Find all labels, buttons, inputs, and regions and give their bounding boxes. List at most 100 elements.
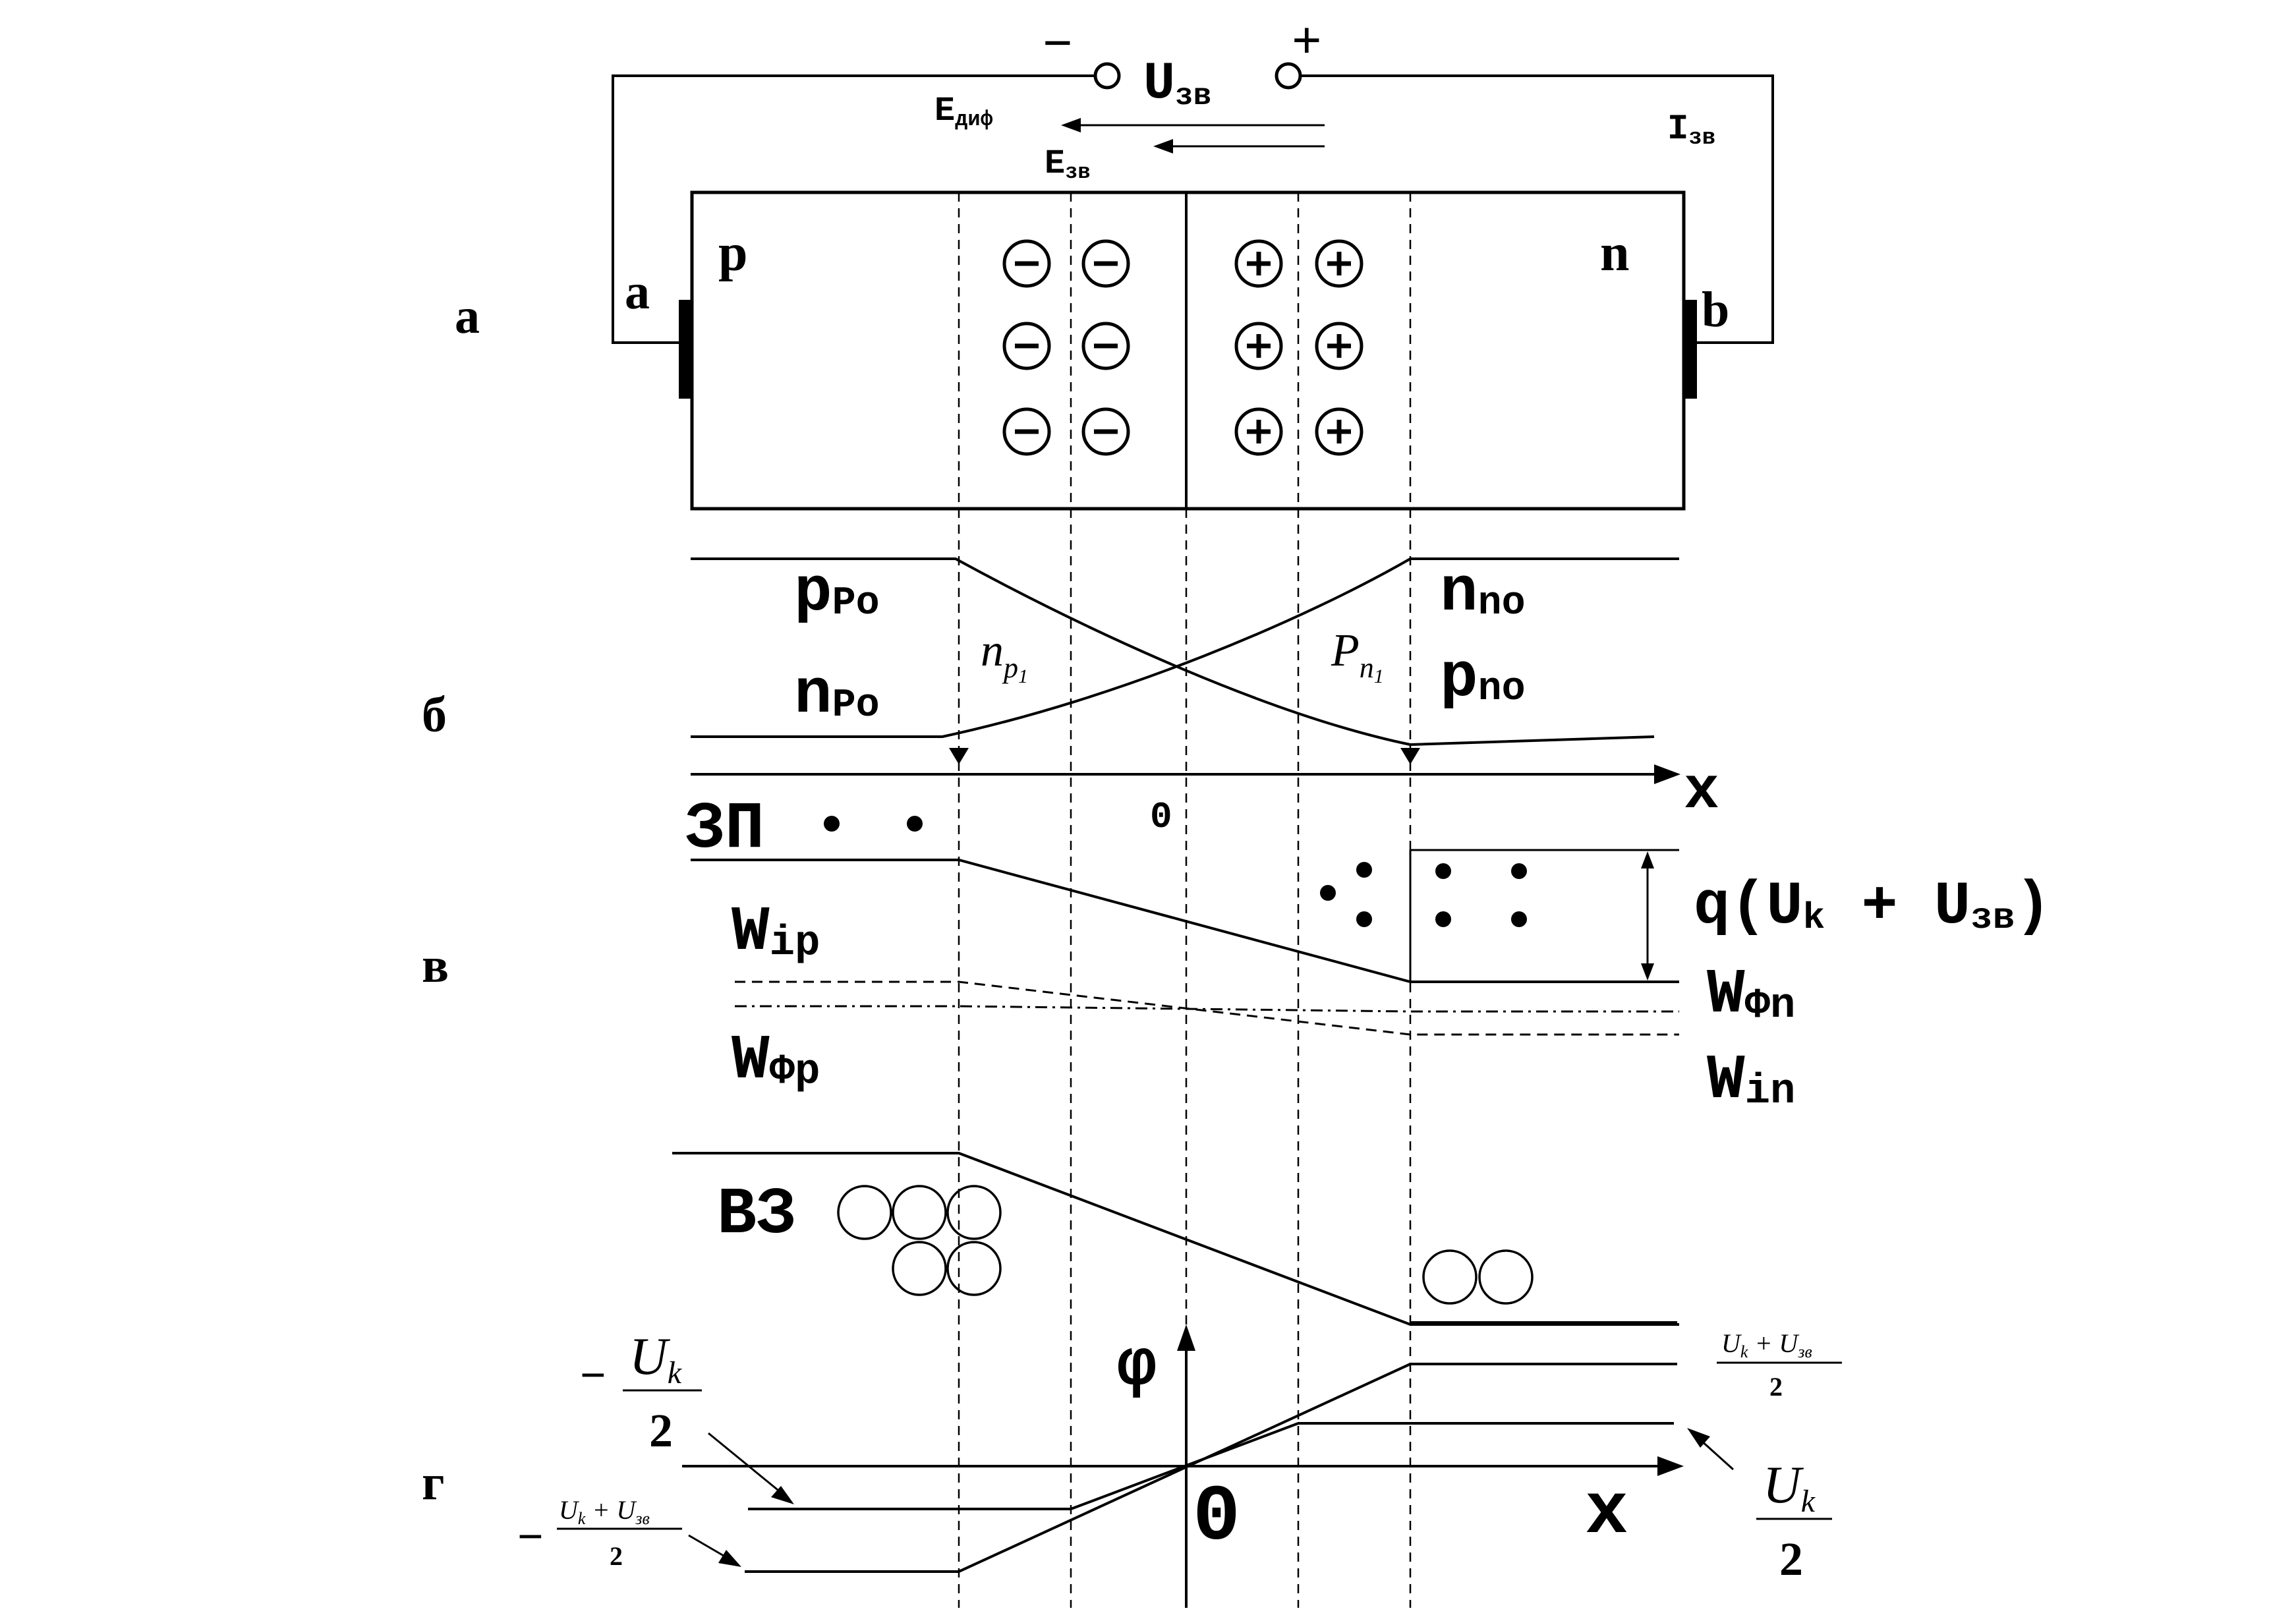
circuit-panel: − + Uзв Eдиф Eзв Iзв a b p n <box>612 12 1774 511</box>
electron-dot <box>1511 911 1527 927</box>
hole-circle <box>1422 1249 1478 1305</box>
panel-label-b: б <box>422 687 447 743</box>
w-ip-label: Wip <box>732 896 820 968</box>
conduction-band-edge <box>691 859 1679 983</box>
current-label: Iзв <box>1667 109 1715 151</box>
electron-dot <box>1356 862 1372 878</box>
crystal-body <box>690 190 1686 511</box>
pos-ion <box>1315 322 1363 370</box>
hole-concentration-curve <box>691 557 1655 747</box>
electron-concentration-curve <box>691 557 1679 738</box>
hole-circle <box>946 1241 1002 1296</box>
band-panel: q(Uk + Uзв) ЗП Wip WФp WФn Win ВЗ <box>672 793 2052 1326</box>
electron-dot <box>824 816 840 832</box>
electron-dot <box>1435 863 1451 879</box>
negative-ions <box>1002 239 1130 456</box>
panel-label-v: в <box>422 938 449 993</box>
n-p1-label: np1 <box>981 625 1028 687</box>
panel-label-g: г <box>422 1455 445 1510</box>
contact-b-label: b <box>1702 282 1729 337</box>
p-po-label: pPo <box>794 557 880 629</box>
pos-uk-half-den: 2 <box>1779 1533 1803 1585</box>
electron-dot <box>907 816 923 832</box>
origin-b-label: 0 <box>1150 796 1172 838</box>
pos-sum-half-num: Uk + Uзв <box>1721 1328 1812 1361</box>
w-fn-label: WФn <box>1707 959 1795 1031</box>
w-in-label: Win <box>1707 1044 1795 1116</box>
voltage-label: Uзв <box>1143 54 1211 114</box>
n-po-label: nPo <box>794 659 880 731</box>
guide-lines <box>958 192 1412 1608</box>
e-dif-arrowhead <box>1061 118 1081 132</box>
valence-band-label: ВЗ <box>717 1178 796 1253</box>
e-zv-arrowhead <box>1153 139 1173 154</box>
concentration-panel: x 0 pPo nPo np1 Pn1 nno pno <box>691 557 1719 838</box>
pos-ion <box>1315 407 1363 456</box>
terminal-plus-sign: + <box>1292 12 1322 70</box>
neg-ion <box>1081 322 1130 370</box>
neg-ion <box>1081 407 1130 456</box>
pos-ion <box>1315 239 1363 288</box>
neg-ion <box>1081 239 1130 288</box>
p-no-label: pno <box>1440 642 1526 714</box>
neg-uk-half-sign: − <box>580 1350 606 1401</box>
pos-ion <box>1234 322 1283 370</box>
phi-axis-arrow <box>1177 1324 1195 1351</box>
w-fp-label: WФp <box>732 1025 820 1096</box>
neg-sum-half-sign: − <box>517 1512 544 1562</box>
x-axis-b-label: x <box>1684 758 1719 826</box>
x-axis-g-label: x <box>1585 1472 1628 1554</box>
region-n-label: n <box>1600 224 1630 282</box>
neg-ion <box>1002 322 1051 370</box>
potential-equilibrium <box>748 1422 1674 1510</box>
origin-g-label: 0 <box>1193 1473 1240 1563</box>
electron-dot <box>1435 911 1451 927</box>
neg-sum-half-pointer-head <box>718 1550 741 1567</box>
potential-panel: φ x 0 − Uk 2 − Uk + Uзв 2 Uk + Uзв 2 Uk <box>517 1321 1842 1608</box>
x-axis-b-arrow <box>1654 764 1680 784</box>
neg-sum-half-num: Uk + Uзв <box>559 1495 650 1528</box>
region-p-label: p <box>718 224 748 282</box>
neg-sum-half-den: 2 <box>610 1541 623 1571</box>
fermi-level <box>735 1005 1679 1013</box>
neg-uk-half-pointer <box>708 1432 782 1494</box>
hole-circle <box>892 1241 947 1296</box>
barrier-arrow-top <box>1641 851 1654 868</box>
positive-ions <box>1234 239 1363 456</box>
pos-ion <box>1234 407 1283 456</box>
barrier-label: q(Uk + Uзв) <box>1694 872 2052 941</box>
barrier-arrow-bottom <box>1641 963 1654 981</box>
hole-circle <box>946 1185 1002 1240</box>
intrinsic-level <box>735 981 1679 1036</box>
pos-uk-half-num: Uk <box>1763 1456 1816 1519</box>
wire-right <box>1302 74 1774 344</box>
panel-label-a: а <box>455 289 480 344</box>
terminal-minus-sign: − <box>1043 14 1073 72</box>
contact-a <box>679 300 693 399</box>
e-zv-label: Eзв <box>1045 144 1091 185</box>
terminal-plus <box>1275 62 1302 90</box>
phi-axis-label: φ <box>1117 1330 1157 1404</box>
hole-circle <box>892 1185 947 1240</box>
cusp-marker-p <box>949 748 969 764</box>
electron-dot <box>1320 885 1336 901</box>
potential-biased <box>745 1363 1677 1573</box>
electron-dot <box>1511 863 1527 879</box>
x-axis-g-arrow <box>1657 1456 1684 1476</box>
terminal-minus <box>1093 62 1121 90</box>
hole-circle <box>1478 1249 1534 1305</box>
neg-uk-half-num: Uk <box>629 1328 683 1390</box>
pos-uk-half-pointer <box>1699 1438 1735 1471</box>
wire-left <box>612 74 1094 344</box>
cusp-marker-n <box>1400 748 1420 764</box>
conduction-band-label: ЗП <box>685 793 764 867</box>
neg-ion <box>1002 239 1051 288</box>
hole-circle <box>837 1185 892 1240</box>
pos-sum-half-den: 2 <box>1769 1372 1783 1402</box>
p-n1-label: Pn1 <box>1331 625 1384 687</box>
valence-band-edge <box>672 1152 1679 1326</box>
pos-ion <box>1234 239 1283 288</box>
neg-uk-half-den: 2 <box>649 1404 673 1457</box>
